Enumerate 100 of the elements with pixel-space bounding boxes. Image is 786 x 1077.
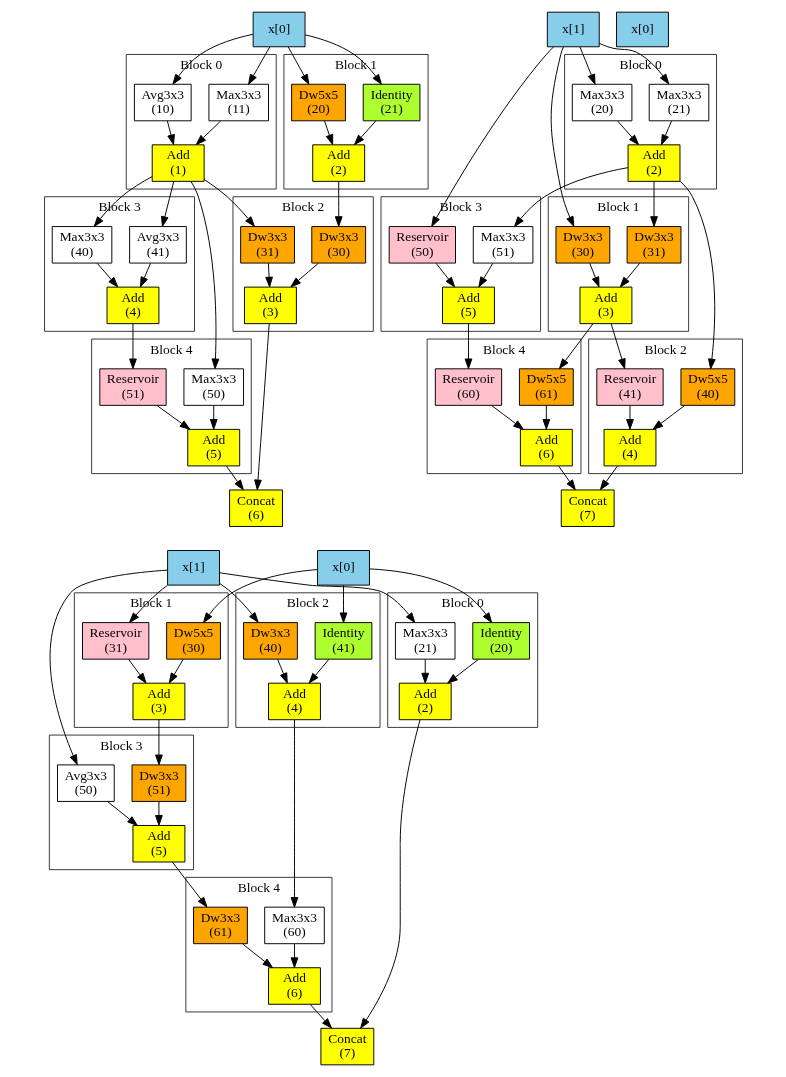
arrow [542, 405, 550, 430]
arrow [435, 262, 455, 288]
node-box: Max3x3 (21) [648, 83, 709, 122]
arrow [264, 262, 273, 288]
arrow [106, 801, 138, 826]
arrow [171, 861, 207, 908]
arrow [49, 569, 168, 766]
arrow [334, 180, 343, 227]
node-box: Add (3) [579, 286, 632, 325]
arrow [154, 719, 163, 766]
node-box: Max3x3 (60) [263, 906, 325, 945]
arrow [550, 46, 574, 227]
arrow [309, 1004, 332, 1029]
node-box: Dw3x3 (30) [310, 226, 366, 264]
arrow [446, 658, 479, 684]
node-box: x[1] [166, 550, 220, 586]
node-box: Dw5x5 (40) [679, 368, 735, 406]
arrow [166, 120, 175, 146]
node-box: Dw3x3 (31) [239, 226, 295, 264]
node-box: Dw3x3 (40) [242, 622, 298, 660]
node-box: Dw3x3 (51) [131, 764, 186, 802]
arrow [171, 33, 253, 85]
node-box: Concat (7) [560, 489, 615, 527]
node-box: Identity (20) [471, 622, 530, 660]
arrow [225, 465, 244, 491]
arrow [139, 262, 151, 288]
arrow [287, 46, 309, 85]
arrow [619, 262, 640, 288]
node-box: x[0] [252, 11, 306, 48]
arrow [490, 405, 524, 430]
arrow [290, 719, 298, 908]
node-box: Max3x3 (21) [394, 622, 455, 660]
arrow [625, 405, 634, 430]
node-box: Max3x3 (20) [571, 83, 632, 122]
node-box: Add (4) [603, 428, 656, 467]
node-box: Reservoir (31) [81, 622, 149, 660]
arrow [477, 262, 493, 288]
arrow [253, 323, 270, 491]
node-box: Max3x3 (50) [182, 368, 244, 406]
arrow [308, 658, 329, 684]
node-box: Avg3x3 (10) [133, 83, 192, 122]
arrow [203, 179, 255, 227]
node-box: Add (3) [243, 286, 297, 325]
arrow [96, 262, 118, 288]
arrow [304, 34, 382, 85]
node-box: Add (6) [519, 428, 573, 467]
arrow [339, 584, 347, 623]
arrow [195, 120, 221, 146]
arrow [368, 568, 492, 623]
node-box: Reservoir (41) [595, 368, 664, 406]
arrow [160, 180, 174, 227]
arrow [218, 582, 259, 623]
arrow [190, 181, 219, 370]
arrow [247, 46, 270, 85]
node-box: Add (5) [186, 428, 240, 467]
arrow [588, 262, 599, 288]
arrow [323, 120, 333, 146]
arrow [649, 180, 658, 227]
arrow [202, 569, 318, 624]
node-box: Add (6) [267, 967, 321, 1005]
arrow [558, 323, 593, 370]
node-box: x[0] [316, 550, 370, 586]
arrow [241, 943, 273, 969]
arrow [289, 262, 319, 288]
arrow [599, 465, 618, 491]
node-box: Dw3x3 (31) [626, 226, 681, 264]
arrow [127, 658, 146, 684]
node-box: Reservoir (50) [388, 226, 456, 264]
arrow [276, 658, 288, 684]
node-box: Reservoir (51) [98, 368, 167, 406]
arrow [579, 46, 596, 85]
node-box: Concat (6) [228, 489, 283, 527]
node-box: Dw3x3 (30) [555, 226, 610, 264]
arrow [209, 405, 218, 430]
node-box: Add (2) [627, 144, 680, 182]
arrow [513, 167, 628, 227]
node-box: Avg3x3 (50) [56, 764, 115, 802]
node-box: Add (5) [441, 286, 495, 325]
node-box: x[1] [546, 11, 600, 48]
node-box: Add (4) [267, 682, 321, 721]
node-box: Add (4) [106, 286, 159, 325]
arrow [218, 572, 415, 624]
node-box: Add (5) [132, 825, 185, 863]
node-box: Add (2) [398, 682, 452, 721]
node-box: Dw3x3 (61) [192, 906, 248, 945]
node-box: Avg3x3 (41) [128, 226, 187, 264]
node-box: Add (2) [311, 144, 365, 182]
node-box: Concat (7) [319, 1027, 374, 1066]
arrow [660, 120, 672, 146]
arrow [168, 658, 184, 684]
arrow [154, 801, 163, 826]
node-box: Dw5x5 (61) [518, 368, 574, 406]
arrow [616, 120, 639, 146]
node-box: Dw5x5 (20) [290, 83, 346, 122]
node-box: Max3x3 (40) [51, 226, 112, 264]
arrow [464, 323, 472, 370]
arrow [156, 405, 190, 430]
arrow [430, 46, 554, 227]
arrow [652, 405, 685, 430]
node-box: Max3x3 (11) [207, 83, 269, 122]
